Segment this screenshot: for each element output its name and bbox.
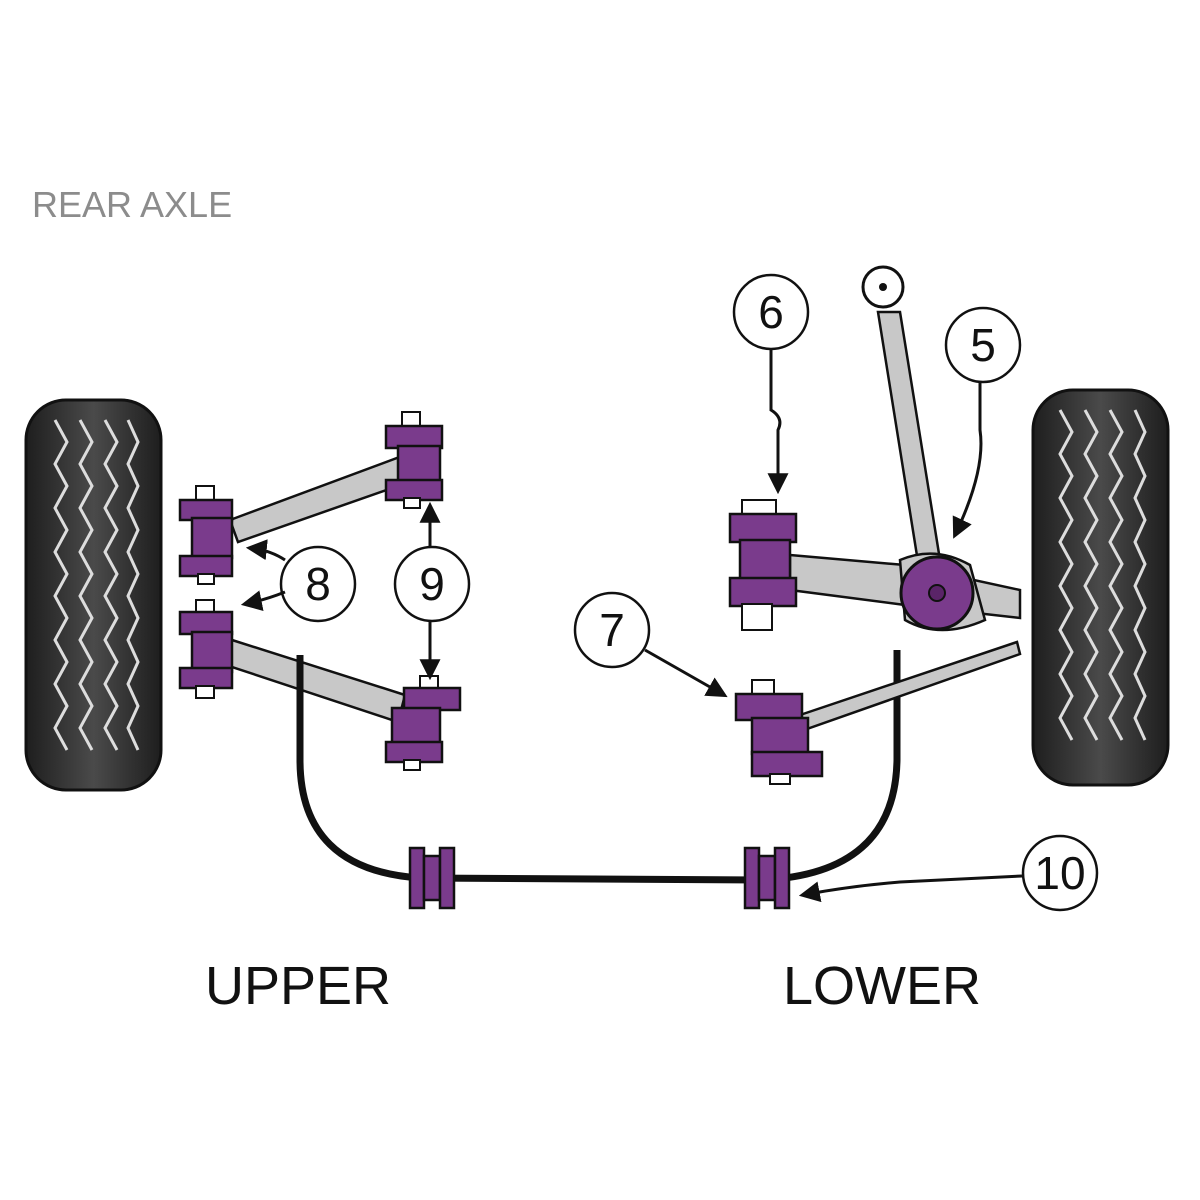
bush-arb-left (408, 846, 456, 910)
callout-7: 7 (573, 591, 728, 698)
callout-10: 10 (798, 834, 1099, 912)
right-tyre-tread (1058, 409, 1147, 741)
right-tyre (1031, 388, 1170, 787)
callout-6: 6 (732, 273, 810, 495)
svg-text:8: 8 (305, 558, 331, 610)
upper-label: UPPER (205, 956, 392, 1016)
left-tyre-tread (53, 419, 140, 751)
bush-upper-left-bottom (178, 599, 234, 699)
svg-text:6: 6 (758, 286, 784, 338)
bush-7 (734, 679, 824, 785)
upper-bottom-arm (224, 638, 407, 724)
svg-text:5: 5 (970, 319, 996, 371)
lower-link-rod (798, 640, 1022, 732)
svg-text:9: 9 (419, 558, 445, 610)
bush-upper-right-top (384, 411, 444, 509)
callout-5: 5 (944, 306, 1022, 539)
bush-upper-left-top (178, 485, 234, 585)
callout-8: 8 (240, 539, 357, 623)
bush-upper-right-bottom (384, 675, 462, 771)
lower-label: LOWER (783, 956, 982, 1016)
svg-text:7: 7 (599, 604, 625, 656)
bush-6 (728, 499, 798, 631)
callout-9: 9 (393, 501, 471, 681)
vertical-strut (861, 265, 942, 564)
bush-5 (899, 555, 975, 631)
left-tyre (24, 398, 163, 792)
bush-arb-right (743, 846, 791, 910)
svg-text:10: 10 (1034, 847, 1085, 899)
diagram-title: REAR AXLE (32, 184, 233, 225)
